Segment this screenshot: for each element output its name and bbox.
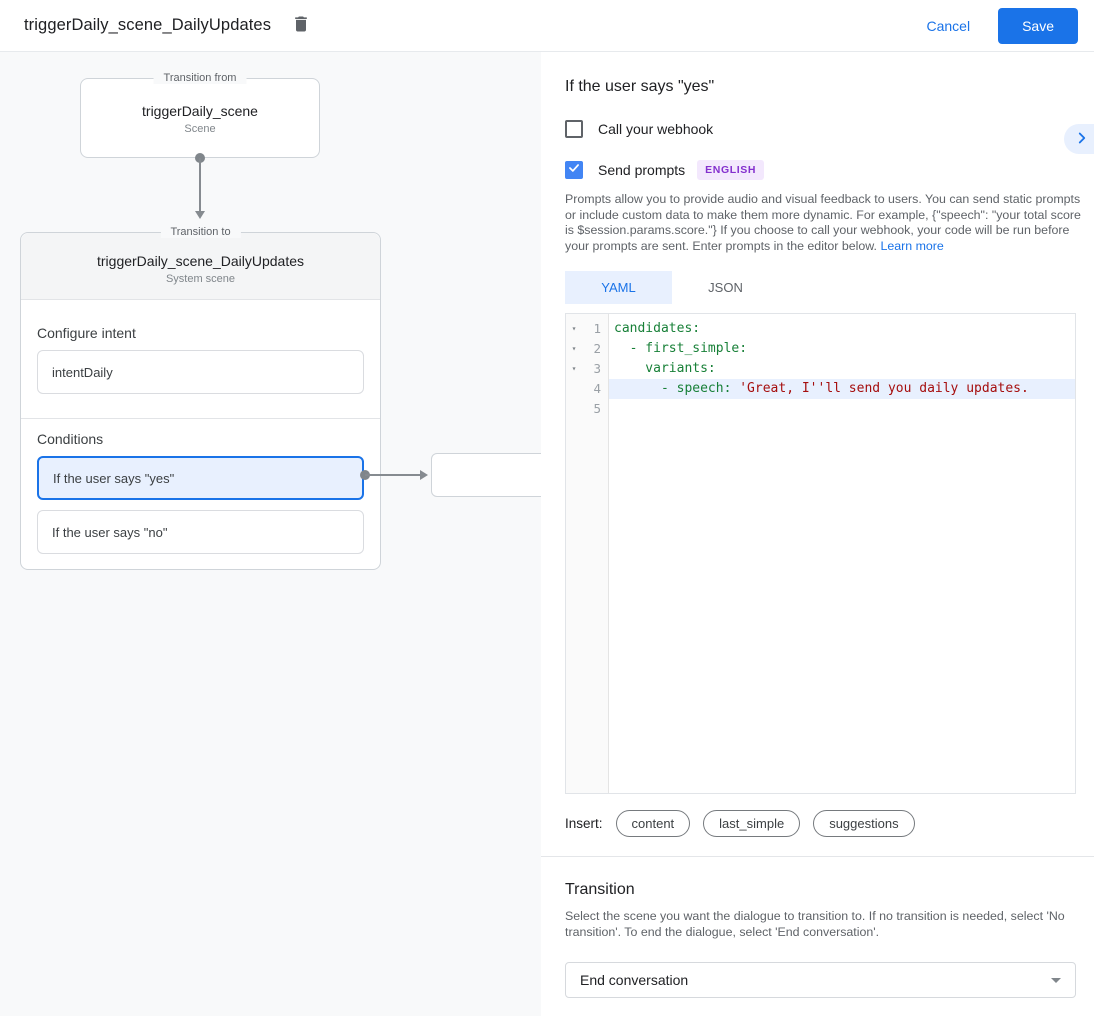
code-segment-key: candidates: xyxy=(614,320,701,336)
code-line[interactable]: - speech: 'Great, I''ll send you daily u… xyxy=(609,378,1075,399)
editor-format-tabs: YAML JSON xyxy=(565,270,1078,304)
insert-chip-last_simple[interactable]: last_simple xyxy=(703,809,801,837)
fold-arrow-icon[interactable]: ▾ xyxy=(571,324,577,334)
connector-line-vertical xyxy=(199,158,201,211)
tab-json[interactable]: JSON xyxy=(708,279,743,295)
gutter-row: ▾3 xyxy=(566,359,608,379)
to-scene-name: triggerDaily_scene_DailyUpdates xyxy=(97,253,304,269)
code-segment-string: 'Great, I''ll send you daily updates. xyxy=(739,380,1029,396)
card-divider xyxy=(21,418,380,419)
panel-divider xyxy=(541,855,1094,857)
intent-field-value: intentDaily xyxy=(52,364,113,380)
insert-label: Insert: xyxy=(565,815,603,831)
scene-card-body: Configure intent intentDaily Conditions … xyxy=(21,300,380,554)
intent-field[interactable]: intentDaily xyxy=(37,350,364,394)
transition-select-value: End conversation xyxy=(580,972,689,989)
conditions-label: Conditions xyxy=(37,431,104,447)
transition-from-node[interactable]: Transition from triggerDaily_scene Scene xyxy=(80,72,320,158)
gutter-row: 4 xyxy=(566,379,608,399)
insert-chips: content last_simple suggestions xyxy=(615,809,928,837)
condition-item-label: If the user says "yes" xyxy=(53,470,175,486)
condition-title: If the user says "yes" xyxy=(565,78,715,95)
tab-yaml[interactable]: YAML xyxy=(565,270,672,304)
dropdown-caret-icon xyxy=(1051,977,1061,983)
condition-item[interactable]: If the user says "no" xyxy=(37,510,364,554)
condition-detail-panel: If the user says "yes" Call your webhook… xyxy=(541,52,1094,1016)
from-scene-name: triggerDaily_scene xyxy=(142,103,258,119)
send-prompts-label: Send prompts xyxy=(598,162,686,178)
gutter-row: ▾1 xyxy=(566,319,608,339)
top-bar: triggerDaily_scene_DailyUpdates Cancel S… xyxy=(0,0,1094,52)
code-line[interactable]: variants: xyxy=(609,359,1075,379)
transition-select[interactable]: End conversation xyxy=(565,962,1076,999)
conditions-list: If the user says "yes" If the user says "… xyxy=(37,456,364,554)
prompts-description-text: Prompts allow you to provide audio and v… xyxy=(565,192,1081,254)
line-number: 3 xyxy=(593,361,601,377)
arrow-down-icon xyxy=(195,211,205,219)
collapse-panel-button[interactable] xyxy=(1064,124,1094,154)
arrow-right-icon xyxy=(420,470,428,480)
code-segment-key: variants: xyxy=(614,360,716,376)
fold-arrow-icon[interactable]: ▾ xyxy=(571,364,577,374)
connector-line-horizontal xyxy=(365,474,420,476)
code-line[interactable]: candidates: xyxy=(609,319,1075,339)
webhook-row: Call your webhook xyxy=(565,120,1078,138)
transition-to-node: Transition to triggerDaily_scene_DailyUp… xyxy=(20,226,381,570)
transition-description: Select the scene you want the dialogue t… xyxy=(565,908,1065,939)
learn-more-link[interactable]: Learn more xyxy=(880,239,944,254)
code-segment-key: - first_simple: xyxy=(614,340,748,356)
gutter-row: ▾2 xyxy=(566,339,608,359)
prompts-description: Prompts allow you to provide audio and v… xyxy=(565,192,1082,255)
line-number: 4 xyxy=(593,381,601,397)
condition-item-label: If the user says "no" xyxy=(52,524,168,540)
fold-arrow-icon[interactable]: ▾ xyxy=(571,344,577,354)
transition-title: Transition xyxy=(565,880,635,898)
gutter-row: 5 xyxy=(566,399,608,419)
from-scene-type: Scene xyxy=(184,123,216,135)
insert-chip-suggestions[interactable]: suggestions xyxy=(813,809,915,837)
line-number: 5 xyxy=(593,401,601,417)
code-line[interactable]: - first_simple: xyxy=(609,339,1075,359)
page-title: triggerDaily_scene_DailyUpdates xyxy=(24,16,272,34)
cancel-button[interactable]: Cancel xyxy=(916,10,980,42)
condition-item[interactable]: If the user says "yes" xyxy=(37,456,364,500)
call-webhook-checkbox[interactable] xyxy=(565,120,583,138)
send-prompts-row: Send prompts ENGLISH xyxy=(565,160,1078,180)
to-scene-type: System scene xyxy=(165,273,236,285)
insert-row: Insert: content last_simple suggestions xyxy=(565,809,1078,837)
condition-target-node[interactable] xyxy=(431,453,541,497)
editor-code-area[interactable]: candidates: - first_simple: variants: - … xyxy=(609,314,1075,793)
send-prompts-checkbox[interactable] xyxy=(565,161,583,179)
line-number: 1 xyxy=(593,321,601,337)
call-webhook-label: Call your webhook xyxy=(598,121,714,137)
line-number: 2 xyxy=(593,341,601,357)
scene-diagram-canvas: Transition from triggerDaily_scene Scene… xyxy=(0,52,541,1016)
scene-card-header: triggerDaily_scene_DailyUpdates System s… xyxy=(21,233,380,300)
check-icon xyxy=(567,161,581,180)
transition-to-legend: Transition to xyxy=(160,226,241,238)
transition-from-legend: Transition from xyxy=(153,72,247,84)
delete-scene-button[interactable] xyxy=(288,13,314,39)
code-segment-key: - speech: xyxy=(614,380,740,396)
save-button[interactable]: Save xyxy=(998,7,1078,44)
chevron-right-icon xyxy=(1073,129,1091,150)
code-line[interactable] xyxy=(609,399,1075,419)
insert-chip-content[interactable]: content xyxy=(615,809,691,837)
trash-icon xyxy=(291,14,311,37)
configure-intent-label: Configure intent xyxy=(37,325,136,341)
language-badge: ENGLISH xyxy=(697,160,765,180)
